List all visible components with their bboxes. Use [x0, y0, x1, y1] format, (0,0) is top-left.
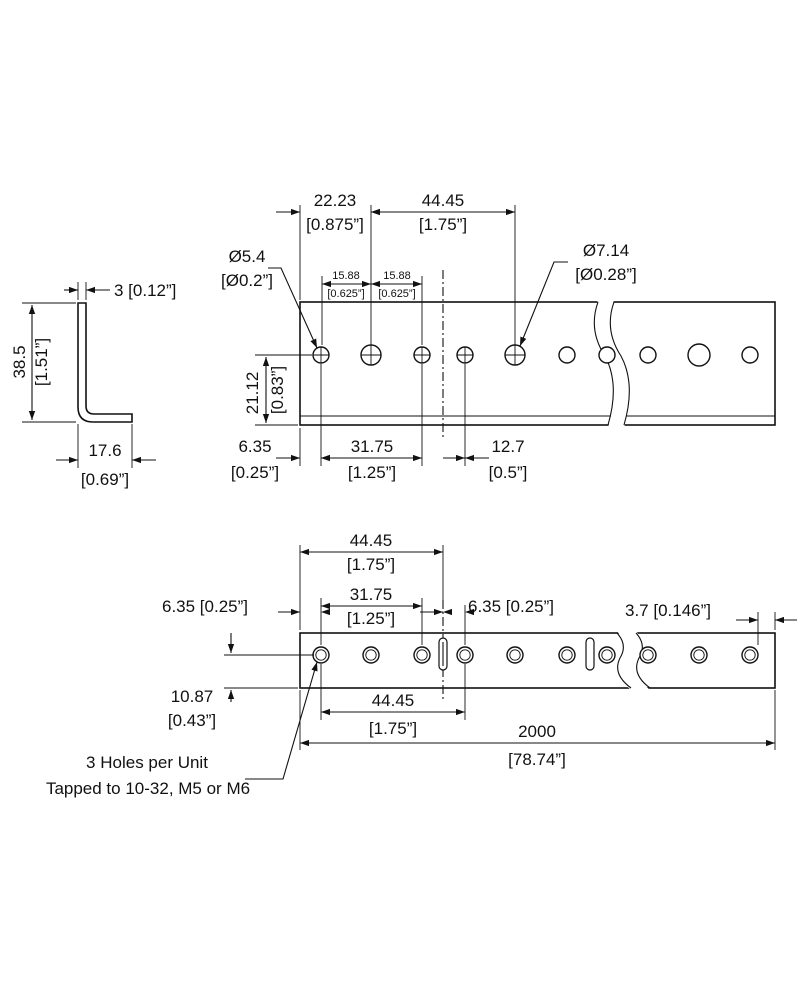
tapped-hole [741, 646, 759, 664]
dim-length-2000-in: [78.74”] [508, 750, 566, 769]
dim-bottom-44-45: 44.45 [372, 691, 415, 710]
dim-15-88-b-in: [0.625”] [378, 288, 415, 300]
tapped-hole [456, 646, 474, 664]
dim-31-75-in: [1.25”] [348, 463, 396, 482]
dim-10-87: 10.87 [171, 687, 214, 706]
dim-12-7-in: [0.5”] [489, 463, 528, 482]
dim-height-in: [1.51”] [32, 338, 51, 386]
dim-top-31-75: 31.75 [350, 585, 393, 604]
dim-top-6-35-left: 6.35 [0.25”] [162, 597, 248, 616]
tapped-hole [362, 646, 380, 664]
tapped-hole [639, 646, 657, 664]
dim-bottom-44-45-in: [1.75”] [369, 719, 417, 738]
dim-top-31-75-in: [1.25”] [347, 609, 395, 628]
tapped-hole [598, 646, 616, 664]
hole [639, 346, 657, 364]
dim-44-45: 44.45 [422, 191, 465, 210]
tapped-holes-note-line2: Tapped to 10-32, M5 or M6 [46, 779, 250, 798]
hole [687, 343, 711, 367]
front-holes [312, 343, 759, 367]
dim-44-45-in: [1.75”] [419, 215, 467, 234]
dim-21-12: 21.12 [243, 372, 262, 415]
unit-marker-slot [585, 637, 595, 671]
dim-flange-mm: 17.6 [88, 441, 121, 460]
tapped-hole [506, 646, 524, 664]
hole-small-label: Ø5.4 [229, 247, 266, 266]
dim-flange-in: [0.69”] [81, 470, 129, 489]
front-view: 22.23 [0.875”] 44.45 [1.75”] Ø5.4 [Ø0.2”… [221, 191, 776, 482]
dim-15-88-b: 15.88 [383, 270, 411, 282]
tapped-hole [690, 646, 708, 664]
dim-length-2000: 2000 [518, 722, 556, 741]
dim-6-35: 6.35 [238, 437, 271, 456]
dim-15-88-a-in: [0.625”] [327, 288, 364, 300]
tapped-hole [558, 646, 576, 664]
dim-12-7: 12.7 [491, 437, 524, 456]
tapped-holes [312, 646, 759, 664]
dim-22-23: 22.23 [314, 191, 357, 210]
hole-large-label: Ø7.14 [583, 241, 629, 260]
dim-15-88-a: 15.88 [332, 270, 360, 282]
dim-thickness: 3 [0.12”] [114, 281, 176, 300]
hole-small-label-in: [Ø0.2”] [221, 271, 273, 290]
tapped-holes-note-line1: 3 Holes per Unit [86, 753, 208, 772]
dim-31-75: 31.75 [351, 437, 394, 456]
dim-6-35-in: [0.25”] [231, 463, 279, 482]
dim-22-23-in: [0.875”] [306, 215, 364, 234]
top-view: 44.45 [1.75”] 31.75 [1.25”] 6.35 [0.25”]… [46, 531, 797, 798]
dim-10-87-in: [0.43”] [168, 711, 216, 730]
dim-3-7: 3.7 [0.146”] [625, 601, 711, 620]
dim-21-12-in: [0.83”] [268, 366, 287, 414]
hole [558, 346, 576, 364]
hole [741, 346, 759, 364]
hole [598, 346, 616, 364]
side-view: 3 [0.12”] 38.5 [1.51”] 17.6 [0.69”] [10, 281, 176, 489]
dim-height-mm: 38.5 [10, 345, 29, 378]
dim-top-6-35-right: 6.35 [0.25”] [468, 597, 554, 616]
dim-top-44-45-in: [1.75”] [347, 555, 395, 574]
dim-top-44-45: 44.45 [350, 531, 393, 550]
tapped-hole [413, 646, 431, 664]
angle-profile [77, 302, 133, 423]
hole-large-label-in: [Ø0.28”] [575, 265, 636, 284]
